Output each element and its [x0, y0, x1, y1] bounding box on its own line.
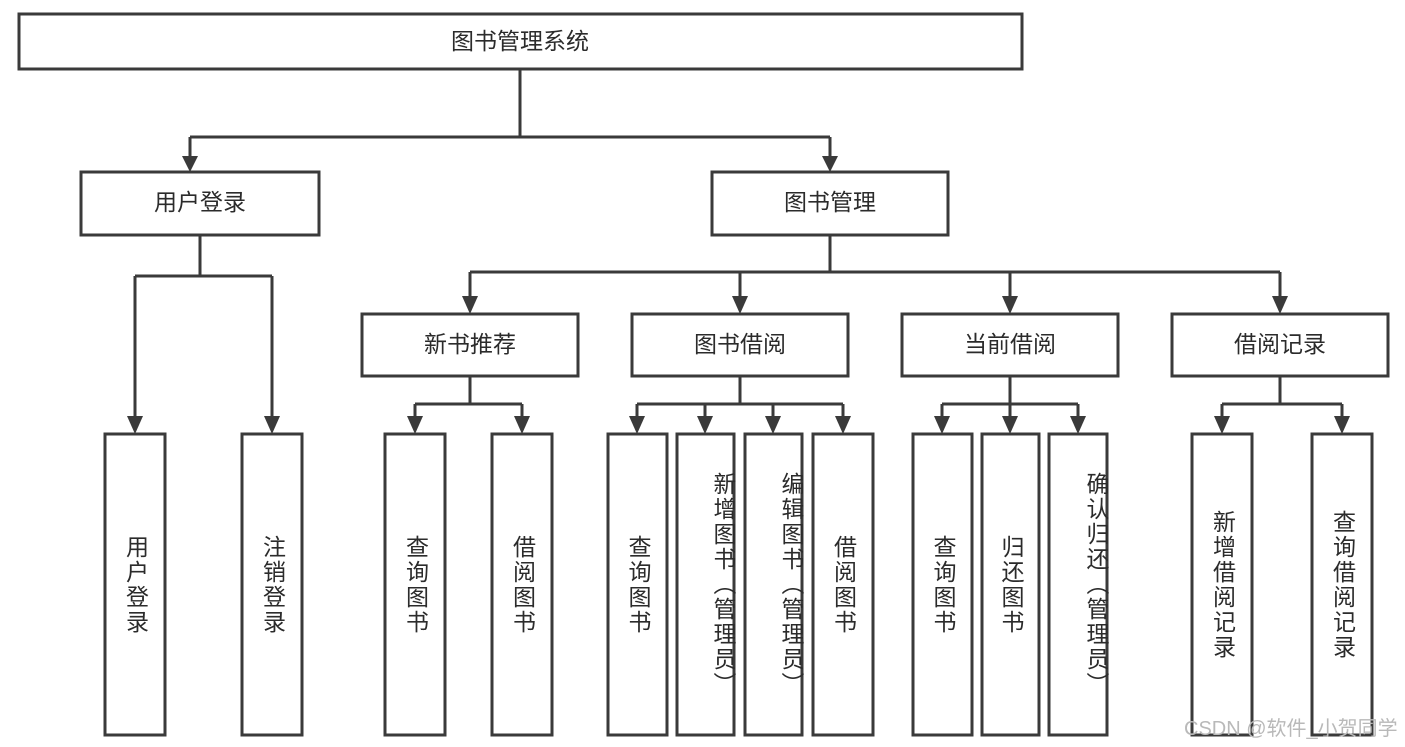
arrow-head-icon — [1070, 416, 1086, 434]
arrow-head-icon — [514, 416, 530, 434]
arrow-head-icon — [697, 416, 713, 434]
arrow-head-icon — [835, 416, 851, 434]
node-box-leaf-2[interactable] — [383, 432, 447, 737]
node-label-level3-1: 图书借阅 — [694, 331, 786, 357]
node-box-leaf-4[interactable] — [606, 432, 669, 737]
arrow-head-icon — [629, 416, 645, 434]
node-box-leaf-10[interactable] — [1047, 432, 1109, 737]
connector-book-management-to-level3 — [462, 235, 1288, 314]
node-box-leaf-6[interactable] — [743, 432, 804, 737]
arrow-head-icon — [127, 416, 143, 434]
arrow-head-icon — [732, 296, 748, 314]
node-box-shape — [360, 312, 580, 378]
node-label-root: 图书管理系统 — [451, 28, 589, 54]
connector-current-borrow-to-leaves — [934, 376, 1086, 434]
node-level3-borrow-record[interactable]: 借阅记录 — [1170, 312, 1390, 378]
node-label-level2-1: 图书管理 — [784, 189, 876, 215]
node-box-shape — [900, 312, 1120, 378]
node-box-leaf-8[interactable] — [911, 432, 974, 737]
node-box-leaf-3[interactable] — [490, 432, 554, 737]
arrow-head-icon — [1272, 296, 1288, 314]
node-box-leaf-12[interactable] — [1310, 432, 1374, 737]
node-box-leaf-9[interactable] — [980, 432, 1041, 737]
node-label-level2-0: 用户登录 — [154, 189, 246, 215]
arrow-head-icon — [822, 156, 838, 172]
arrow-head-icon — [264, 416, 280, 434]
node-level1-root[interactable]: 图书管理系统 — [17, 12, 1024, 71]
node-level3-new-book-recommend[interactable]: 新书推荐 — [360, 312, 580, 378]
node-level3-book-borrow[interactable]: 图书借阅 — [630, 312, 850, 378]
node-box-shape — [17, 12, 1024, 71]
arrow-head-icon — [1334, 416, 1350, 434]
arrow-head-icon — [1214, 416, 1230, 434]
node-label-level3-0: 新书推荐 — [424, 331, 516, 357]
connector-user-login-to-leaves — [127, 235, 280, 434]
watermark-text: CSDN @软件_小贺同学 — [1184, 718, 1398, 740]
connector-borrow-record-to-leaves — [1214, 376, 1350, 434]
node-box-leaf-0[interactable] — [103, 432, 167, 737]
node-box-leaf-1[interactable] — [240, 432, 304, 737]
node-box-shape — [79, 170, 321, 237]
arrow-head-icon — [934, 416, 950, 434]
node-level3-current-borrow[interactable]: 当前借阅 — [900, 312, 1120, 378]
arrow-head-icon — [765, 416, 781, 434]
connector-book-borrow-to-leaves — [629, 376, 851, 434]
connector-level1-to-level2 — [182, 69, 838, 172]
arrow-head-icon — [182, 156, 198, 172]
node-level2-user-login[interactable]: 用户登录 — [79, 170, 321, 237]
node-label-level3-3: 借阅记录 — [1234, 331, 1326, 357]
node-box-leaf-7[interactable] — [811, 432, 875, 737]
node-level2-book-management[interactable]: 图书管理 — [710, 170, 950, 237]
arrow-head-icon — [1002, 416, 1018, 434]
arrow-head-icon — [462, 296, 478, 314]
arrow-head-icon — [407, 416, 423, 434]
node-box-leaf-11[interactable] — [1190, 432, 1254, 737]
connector-new-book-recommend-to-leaves — [407, 376, 530, 434]
arrow-head-icon — [1002, 296, 1018, 314]
node-box-leaf-5[interactable] — [675, 432, 736, 737]
node-label-level3-2: 当前借阅 — [964, 331, 1056, 357]
